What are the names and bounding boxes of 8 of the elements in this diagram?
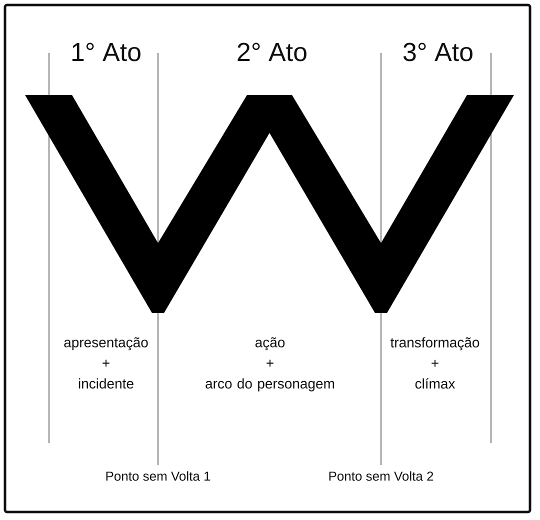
act-heading: 1° Ato xyxy=(72,42,140,62)
act-description: apresentação + incidente xyxy=(64,337,148,389)
turning-point-label: Ponto sem Volta 1 xyxy=(106,471,210,481)
turning-point-label: Ponto sem Volta 2 xyxy=(329,471,434,481)
act-description: transformação + clímax xyxy=(390,337,480,389)
act-description: ação + arco do personagem xyxy=(206,337,334,392)
act-heading: 3° Ato xyxy=(403,42,472,62)
act-heading: 2° Ato xyxy=(238,42,306,62)
